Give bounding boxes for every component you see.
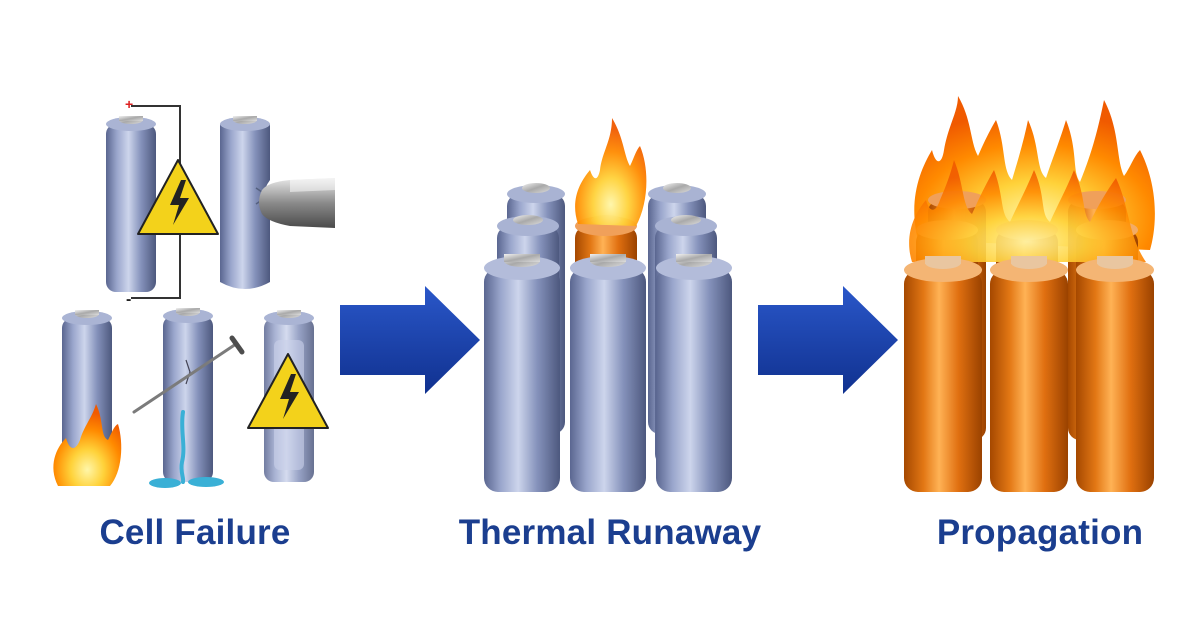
cell-penetration xyxy=(163,308,213,482)
propagation-caption: Propagation xyxy=(936,513,1144,552)
lightning-warning-icon xyxy=(137,159,219,235)
negative-terminal-sign: - xyxy=(126,291,131,308)
lightning-warning-icon xyxy=(247,353,329,429)
cell-crushed xyxy=(220,116,270,289)
arrow-right-icon xyxy=(340,286,480,394)
cell-front-left xyxy=(904,256,982,492)
propagation-stage xyxy=(904,96,1155,492)
electrolyte-leak xyxy=(149,410,224,488)
thermal-runaway-caption: Thermal Runaway xyxy=(458,513,762,552)
cell-front-center xyxy=(990,256,1068,492)
arrow-right-icon xyxy=(758,286,898,394)
cell-short-circuit xyxy=(106,116,156,292)
flame-icon xyxy=(575,118,647,226)
positive-terminal-sign: + xyxy=(125,96,133,112)
cell-failure-stage: + - xyxy=(53,96,335,488)
thermal-runaway-stage xyxy=(484,118,732,492)
flame-icon xyxy=(53,404,122,486)
cell-front-right xyxy=(1076,256,1154,492)
cell-front-right xyxy=(656,254,732,492)
flame-icon xyxy=(909,160,1146,262)
cell-front-center xyxy=(570,254,646,492)
nail-icon xyxy=(132,335,245,414)
cell-failure-caption: Cell Failure xyxy=(99,513,291,552)
cell-front-left xyxy=(484,254,560,492)
crush-tool-icon xyxy=(259,178,335,228)
